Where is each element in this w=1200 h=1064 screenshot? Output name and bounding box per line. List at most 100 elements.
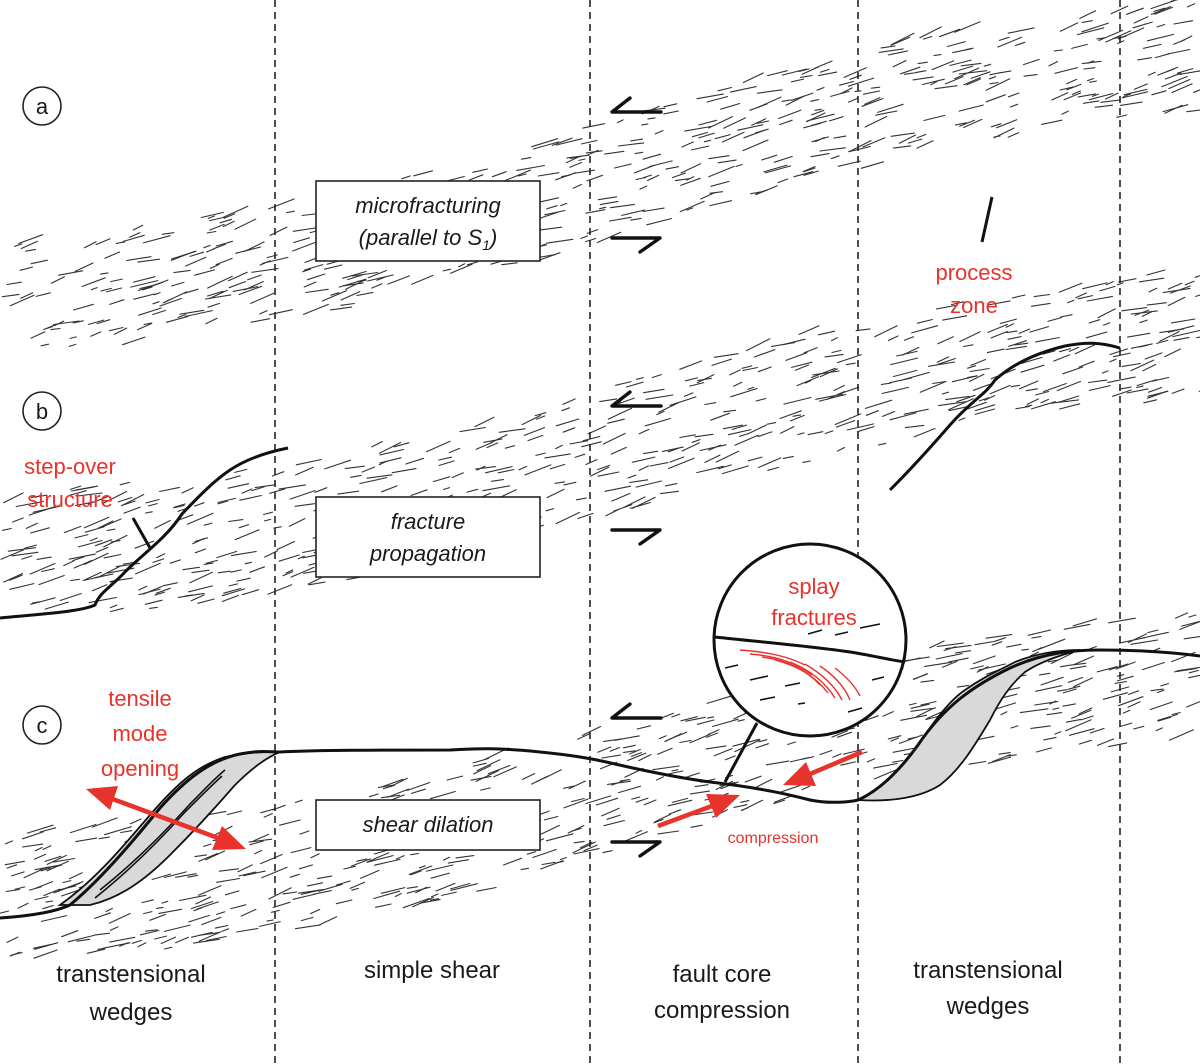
microfracture-dash [987, 323, 1008, 333]
microfracture-dash [1186, 109, 1200, 113]
microfracture-dash [100, 287, 113, 292]
microfracture-dash [52, 857, 76, 863]
microfracture-dash [537, 172, 560, 177]
microfracture-dash [105, 287, 123, 293]
microfracture-dash [630, 217, 642, 221]
microfracture-dash [84, 526, 105, 533]
microfracture-dash [674, 178, 690, 182]
microfracture-dash [227, 271, 248, 282]
microfracture-dash [665, 731, 688, 742]
microfracture-dash [288, 518, 306, 527]
microfracture-dash [251, 486, 265, 492]
microfracture-dash [993, 702, 1017, 711]
microfracture-dash [806, 113, 835, 122]
microfracture-dash [25, 522, 38, 529]
microfracture-dash [1149, 701, 1173, 711]
microfracture-dash [222, 220, 235, 228]
microfracture-dash [152, 301, 160, 305]
microfracture-dash [1088, 385, 1111, 391]
process-label-a: microfracturing [355, 193, 501, 218]
microfracture-dash [889, 377, 912, 384]
microfracture-dash [741, 365, 753, 369]
microfracture-dash [880, 45, 896, 49]
microfracture-dash [847, 77, 875, 87]
microfracture-dash [1035, 336, 1060, 343]
microfracture-dash [816, 86, 825, 91]
microfracture-dash [34, 896, 49, 901]
microfracture-dash [856, 426, 875, 433]
microfracture-dash [1137, 57, 1152, 61]
microfracture-dash [236, 927, 259, 933]
microfracture-dash [1052, 707, 1060, 710]
microfracture-dash [1168, 78, 1191, 90]
microfracture-dash [4, 860, 25, 866]
microfracture-dash [560, 202, 568, 207]
microfracture-dash [818, 393, 847, 402]
microfracture-dash [544, 453, 571, 459]
microfracture-dash [839, 80, 855, 86]
microfracture-dash [203, 843, 212, 847]
microfracture-dash [1068, 728, 1095, 736]
process-label-c: shear dilation [363, 812, 494, 837]
microfracture-dash [1082, 282, 1108, 290]
microfracture-dash [599, 398, 618, 403]
microfracture-dash [1130, 359, 1155, 372]
microfracture-dash [323, 264, 343, 270]
microfracture-dash [242, 870, 266, 877]
microfracture-dash [303, 264, 324, 271]
microfracture-dash [483, 438, 503, 443]
microfracture-dash [686, 207, 694, 211]
microfracture-dash [1154, 53, 1170, 59]
microfracture-dash [998, 36, 1010, 41]
microfracture-dash [1085, 331, 1108, 339]
microfracture-dash [96, 565, 122, 579]
microfracture-dash [356, 291, 374, 297]
microfracture-dash [602, 432, 626, 445]
microfracture-dash [170, 250, 195, 261]
microfracture-dash [887, 735, 902, 740]
microfracture-dash [956, 394, 976, 403]
microfracture-dash [657, 830, 680, 835]
microfracture-dash [516, 164, 545, 171]
microfracture-dash [1188, 674, 1200, 679]
microfracture-dash [190, 901, 214, 910]
microfracture-dash [667, 770, 684, 775]
microfracture-dash [1059, 348, 1072, 353]
microfracture-dash [962, 344, 974, 348]
microfracture-dash [1157, 713, 1178, 721]
microfracture-dash [753, 349, 776, 358]
microfracture-dash [690, 824, 703, 828]
microfracture-dash [651, 374, 662, 379]
microfracture-dash [1077, 93, 1097, 98]
microfracture-dash [804, 379, 812, 384]
microfracture-dash [563, 798, 589, 809]
microfracture-dash [861, 98, 884, 107]
microfracture-dash [1142, 43, 1162, 49]
microfracture-dash [969, 373, 985, 382]
microfracture-dash [555, 418, 580, 427]
microfracture-dash [911, 325, 939, 334]
microfracture-dash [1147, 390, 1169, 397]
microfracture-dash [119, 481, 131, 486]
microfracture-dash [380, 794, 401, 799]
microfracture-dash [109, 299, 125, 305]
microfracture-dash [927, 361, 956, 367]
microfracture-dash [1127, 332, 1151, 338]
microfracture-dash [1015, 405, 1030, 410]
microfracture-dash [90, 287, 98, 291]
microfracture-dash [395, 855, 405, 860]
microfracture-dash [442, 487, 451, 491]
microfracture-dash [177, 592, 205, 598]
microfracture-dash [696, 374, 715, 384]
microfracture-dash [625, 381, 644, 388]
microfracture-dash [954, 650, 972, 654]
microfracture-dash [367, 269, 387, 279]
microfracture-dash [1, 527, 12, 531]
microfracture-dash [974, 404, 996, 412]
microfracture-dash [197, 598, 215, 604]
microfracture-dash [1167, 282, 1183, 290]
microfracture-dash [1030, 651, 1039, 657]
microfracture-dash [1029, 326, 1050, 333]
microfracture-dash [310, 853, 320, 859]
microfracture-dash [88, 596, 118, 604]
